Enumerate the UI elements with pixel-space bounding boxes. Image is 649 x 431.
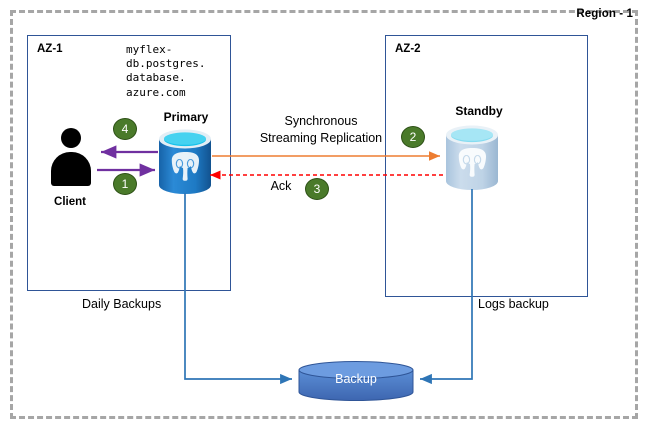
standby-database-icon (446, 125, 498, 190)
step-badge-1: 1 (113, 173, 137, 195)
logs-backup-label: Logs backup (478, 297, 549, 311)
region-boundary (10, 10, 638, 419)
availability-zone-1-box: AZ-1 (27, 35, 231, 291)
az1-label: AZ-1 (37, 43, 63, 55)
primary-database-icon (159, 129, 211, 194)
server-hostname-text: myflex- db.postgres. database. azure.com (126, 43, 206, 99)
client-body-shape (51, 152, 91, 186)
step-badge-4: 4 (113, 118, 137, 140)
step-badge-2: 2 (401, 126, 425, 148)
client-head-shape (61, 128, 81, 148)
az2-label: AZ-2 (395, 43, 421, 55)
availability-zone-2-box: AZ-2 (385, 35, 588, 297)
ack-flow-label: Ack (270, 179, 292, 193)
backup-storage-icon (298, 361, 414, 401)
step-badge-3: 3 (305, 178, 329, 200)
region-label: Region - 1 (576, 8, 633, 20)
standby-label: Standby (455, 104, 503, 118)
daily-backups-label: Daily Backups (82, 297, 162, 311)
client-person-icon (50, 128, 92, 190)
client-label: Client (54, 196, 86, 208)
replication-flow-label: Synchronous Streaming Replication (259, 114, 383, 145)
primary-label: Primary (163, 110, 209, 124)
